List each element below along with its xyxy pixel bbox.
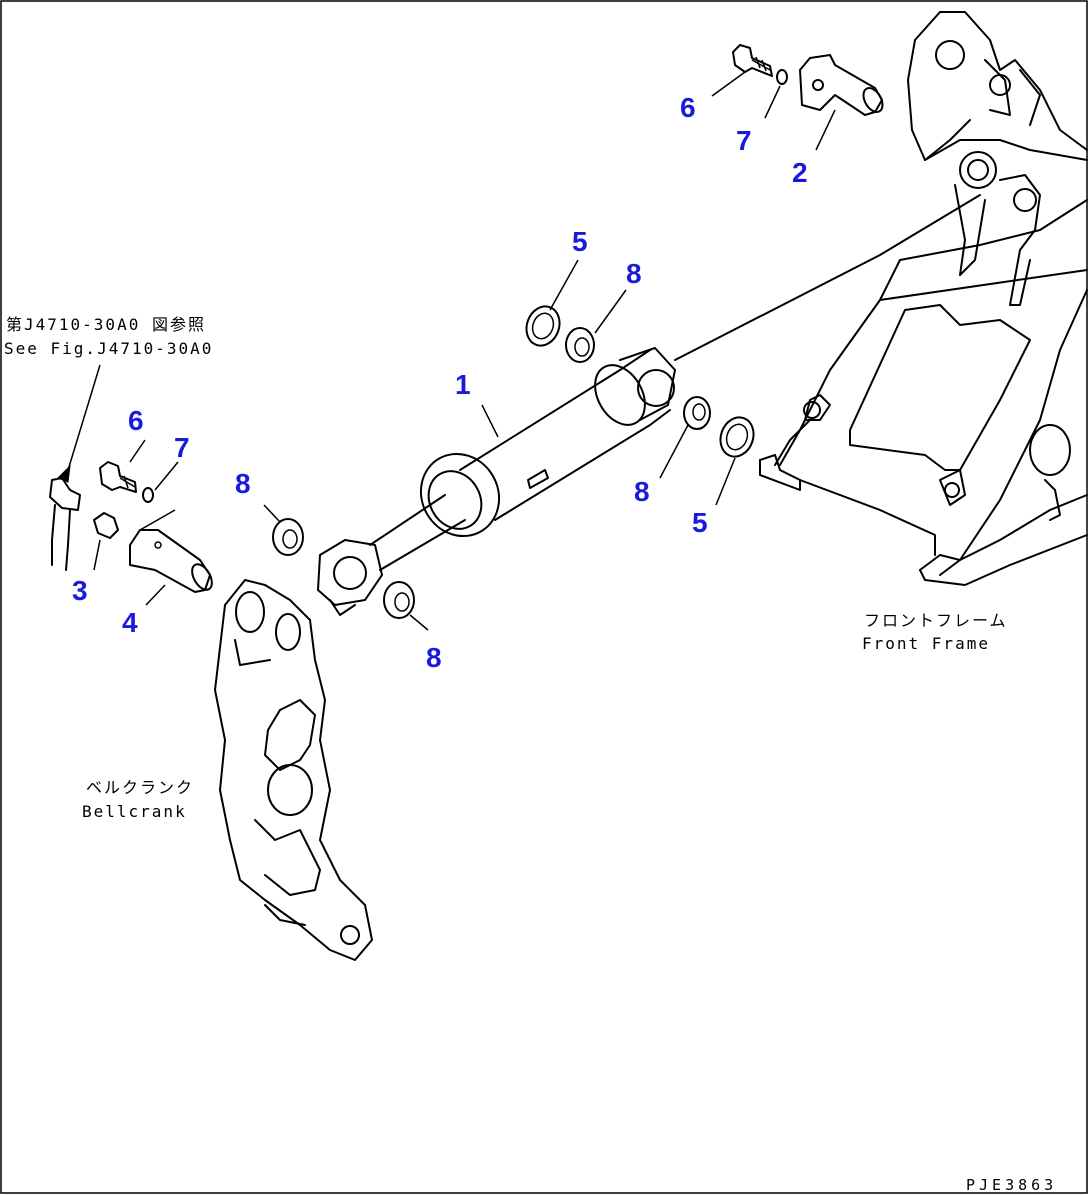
reference-note-en: See Fig.J4710-30A0 — [4, 339, 213, 358]
callout-5-top: 5 — [572, 226, 588, 257]
callout-7-left: 7 — [174, 432, 190, 463]
cylinder-assembly — [317, 194, 981, 616]
washer-7-left — [142, 487, 154, 503]
callout-3: 3 — [72, 575, 88, 606]
bellcrank — [214, 579, 373, 961]
pin-2 — [799, 54, 884, 116]
washer-7-top — [776, 69, 788, 85]
washer-5-right — [719, 416, 755, 458]
bushing-8-left — [272, 518, 304, 556]
bushing-8-top — [565, 327, 595, 363]
bushing-8-bottom — [383, 581, 415, 619]
washer-5-top — [525, 305, 561, 347]
drawing-code: PJE3863 — [966, 1176, 1057, 1194]
callout-6-top: 6 — [680, 92, 696, 123]
front-frame-label-en: Front Frame — [862, 634, 990, 653]
callout-8-left: 8 — [235, 468, 251, 499]
bushing-8-mid — [683, 396, 711, 430]
reference-note-jp: 第J4710-30A0 図参照 — [6, 315, 206, 334]
leader-lines — [57, 71, 836, 631]
callout-8-bottom: 8 — [426, 642, 442, 673]
callout-4: 4 — [122, 607, 138, 638]
bolt-6-top — [732, 44, 773, 77]
callout-8-mid: 8 — [634, 476, 650, 507]
fitting-3 — [49, 477, 119, 571]
bellcrank-label-jp: ベルクランク — [86, 778, 194, 797]
bellcrank-label-en: Bellcrank — [82, 802, 187, 821]
callout-8-top: 8 — [626, 258, 642, 289]
callout-2: 2 — [792, 157, 808, 188]
callout-5-right: 5 — [692, 507, 708, 538]
pin-4 — [129, 509, 213, 593]
bolt-6-left — [99, 461, 137, 493]
callout-1: 1 — [455, 369, 471, 400]
callout-6-left: 6 — [128, 405, 144, 436]
front-frame-label-jp: フロントフレーム — [864, 611, 1008, 630]
callout-7-top: 7 — [736, 125, 752, 156]
front-frame — [759, 11, 1088, 586]
